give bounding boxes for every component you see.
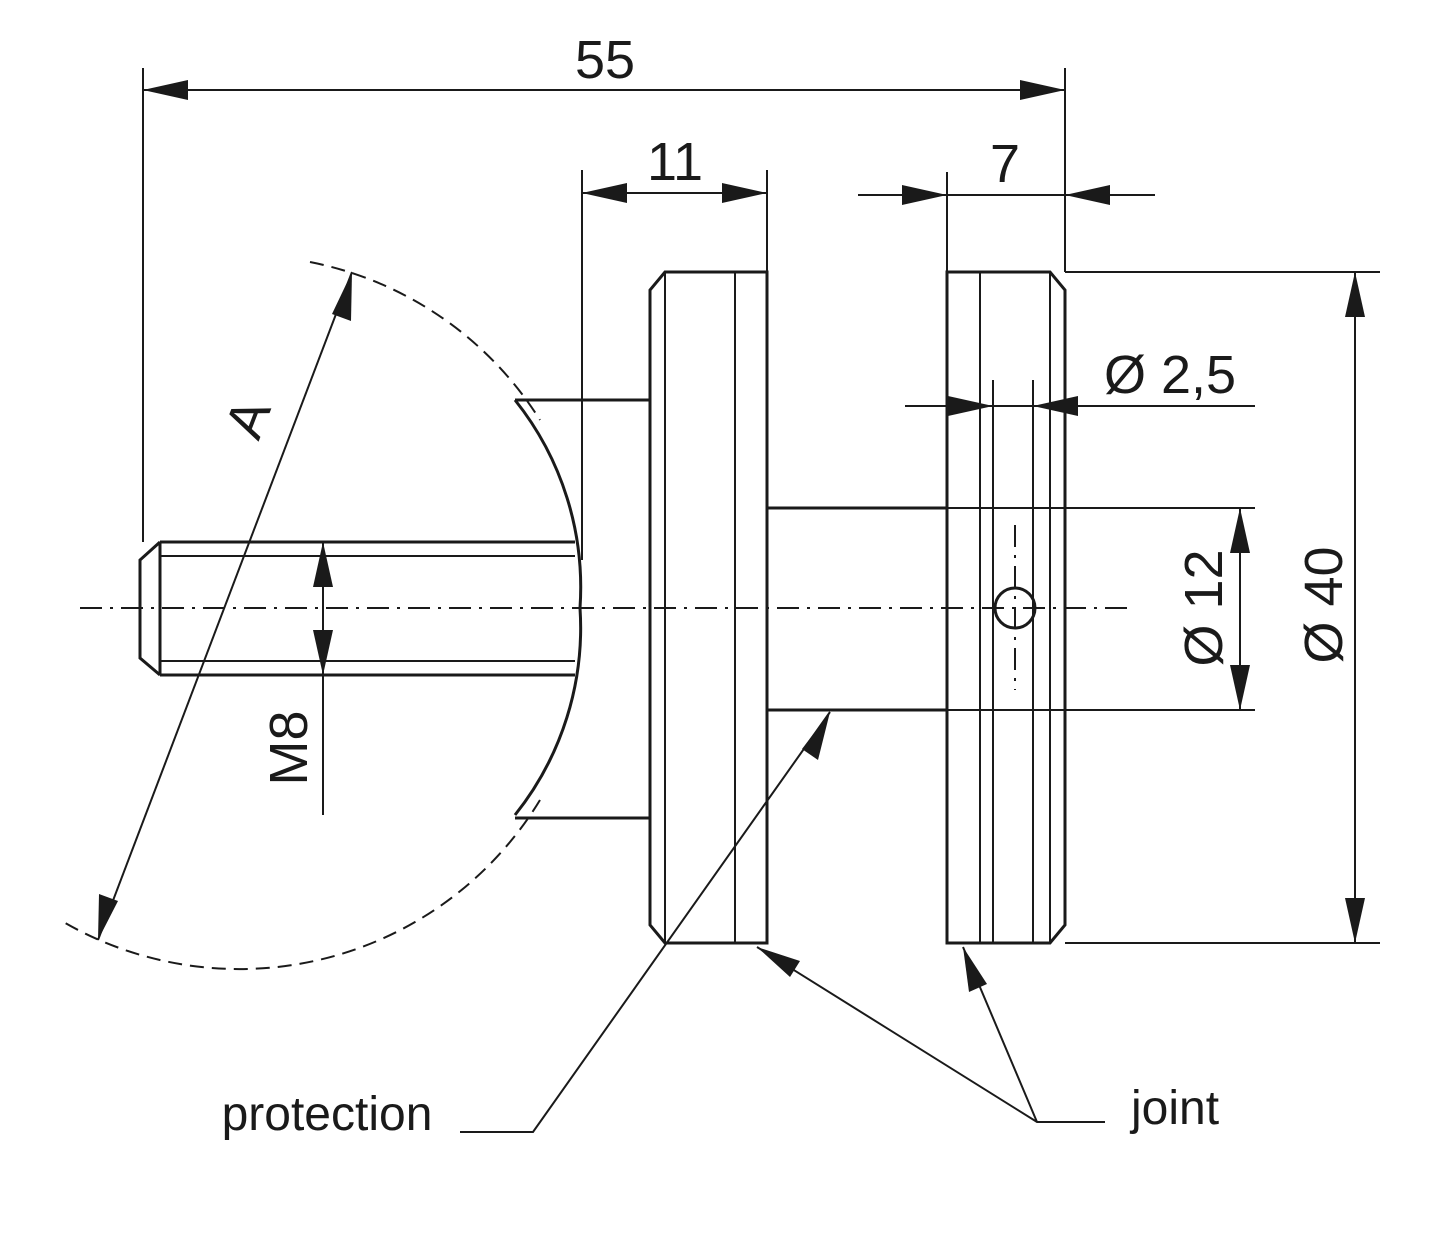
surface-arc-solid (513, 399, 583, 816)
dim-radius-label: A (214, 391, 283, 446)
callout-protection-label: protection (222, 1088, 433, 1141)
dim-11 (581, 170, 768, 560)
dim-disc (1065, 271, 1380, 944)
threaded-stud (138, 540, 575, 677)
dim-7 (858, 172, 1155, 272)
dim-11-label: 11 (647, 132, 703, 192)
callout-protection-leader (460, 711, 831, 1133)
dim-7-label: 7 (990, 134, 1020, 194)
dim-hole (905, 396, 1255, 416)
dim-shaft-label: Ø 12 (1174, 549, 1234, 666)
dim-thread (313, 542, 333, 815)
dim-radius (97, 271, 353, 941)
dim-55-label: 55 (575, 30, 635, 90)
dim-shaft (947, 507, 1255, 711)
dim-hole-label: Ø 2,5 (1104, 345, 1236, 405)
surface-arc (59, 261, 541, 971)
callout-joint-label: joint (1129, 1082, 1219, 1135)
right-disc (945, 270, 1067, 945)
callout-joint-leader (756, 946, 1105, 1123)
dim-disc-label: Ø 40 (1294, 546, 1354, 663)
shaft (767, 506, 947, 712)
dim-thread-label: M8 (259, 710, 319, 785)
dim-55 (142, 68, 1066, 542)
